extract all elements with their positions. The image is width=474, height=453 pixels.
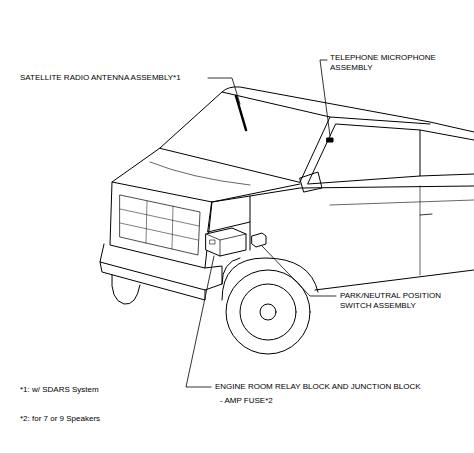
part-label: - AMP FUSE*2 (220, 396, 273, 406)
part-label: PARK/NEUTRAL POSITION SWITCH ASSEMBLY (340, 291, 465, 311)
footnote: *1: w/ SDARS System (20, 385, 99, 395)
part-label: TELEPHONE MICROPHONE ASSEMBLY (330, 53, 448, 73)
part-label: ENGINE ROOM RELAY BLOCK AND JUNCTION BLO… (215, 382, 421, 392)
part-label: SATELLITE RADIO ANTENNA ASSEMBLY*1 (20, 73, 181, 83)
footnote: *2: for 7 or 9 Speakers (20, 414, 100, 424)
